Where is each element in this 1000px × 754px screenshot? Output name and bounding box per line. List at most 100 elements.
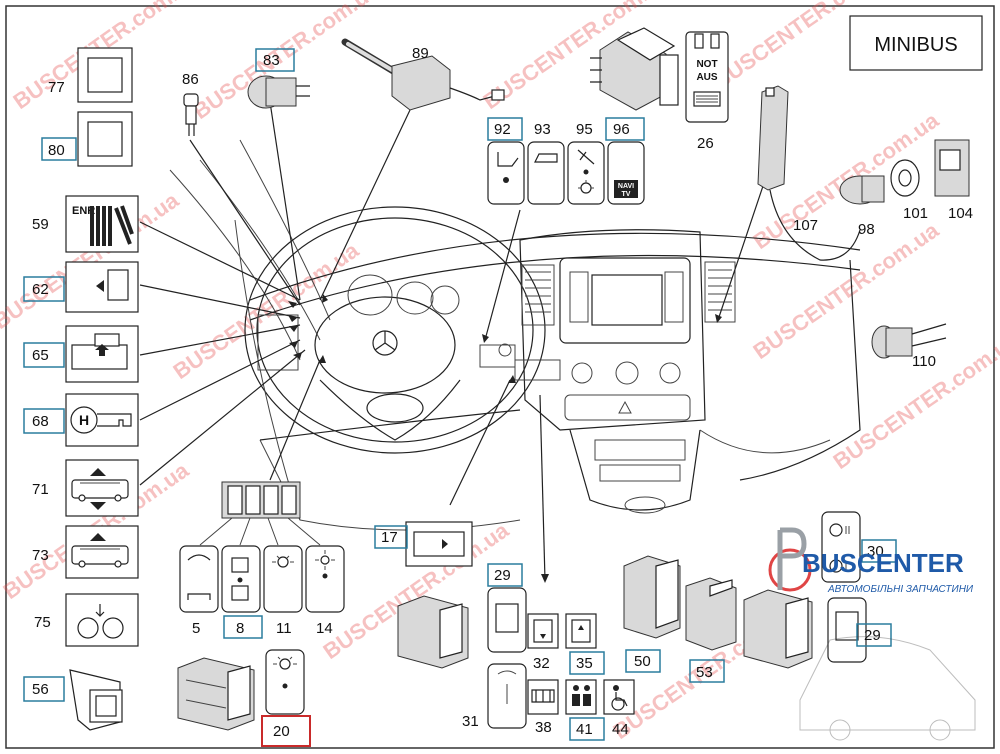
- part-29-switch: 29: [487, 563, 527, 653]
- part-label-80: 80: [48, 142, 65, 159]
- part-53-housing: 53: [685, 577, 737, 683]
- part-label-93: 93: [534, 121, 551, 138]
- part-label-29-a: 29: [494, 567, 511, 584]
- part-label-8: 8: [236, 620, 244, 637]
- part-83-buzzer: 83: [247, 48, 310, 109]
- dashboard-drawing: [169, 139, 861, 531]
- part-label-86: 86: [182, 71, 199, 88]
- part-label-5: 5: [192, 620, 200, 637]
- part-label-65: 65: [32, 347, 49, 364]
- part-73-switch: 73: [32, 525, 139, 579]
- part-95-switch: 95: [567, 121, 605, 205]
- part-label-31: 31: [462, 713, 479, 730]
- not-aus-line1: NOT: [696, 59, 717, 70]
- part-label-92: 92: [494, 121, 511, 138]
- rocker-switch-bottom-center: [397, 595, 469, 669]
- part-75-switch: 75: [34, 593, 139, 647]
- part-label-29-b: 29: [864, 627, 881, 644]
- part-label-62: 62: [32, 281, 49, 298]
- part-59-enr-switch: ENR 59: [32, 195, 139, 253]
- rocker-switch-bottom-right: [743, 589, 813, 669]
- part-label-56: 56: [32, 681, 49, 698]
- part-label-95: 95: [576, 121, 593, 138]
- part-label-59: 59: [32, 216, 49, 233]
- part-label-96: 96: [613, 121, 630, 138]
- part-label-30: 30: [867, 543, 884, 560]
- part-label-35: 35: [576, 655, 593, 672]
- part-92-switch: 92: [487, 117, 525, 205]
- part-20-switch: 20: [261, 649, 311, 747]
- part-107-pendant: 107: [757, 85, 861, 261]
- diagram-title: MINIBUS: [874, 34, 957, 56]
- part-label-50: 50: [634, 653, 651, 670]
- part-62-switch: 62: [23, 261, 139, 313]
- part-44-switch: 44: [603, 679, 635, 738]
- part-label-71: 71: [32, 481, 49, 498]
- title-box: MINIBUS: [849, 15, 983, 71]
- enr-text: ENR: [72, 205, 95, 217]
- part-96-switch: NAVI TV 96: [605, 117, 645, 205]
- part-89-lever: 89: [341, 38, 505, 111]
- part-label-107: 107: [793, 217, 818, 234]
- part-11-switch: 11: [263, 545, 303, 637]
- part-71-switch: 71: [32, 459, 139, 517]
- part-104-block: 104: [934, 139, 973, 222]
- not-aus-line2: AUS: [696, 72, 717, 83]
- part-label-17: 17: [381, 529, 398, 546]
- part-label-26: 26: [697, 135, 714, 152]
- part-label-101: 101: [903, 205, 928, 222]
- part-label-110: 110: [912, 353, 936, 370]
- part-38-switch: 38: [527, 679, 559, 736]
- leader-lines: [139, 101, 766, 583]
- part-41-switch: 41: [565, 679, 605, 741]
- part-65-switch: 65: [23, 325, 139, 383]
- part-68-switch: H 68: [23, 393, 139, 447]
- part-label-14: 14: [316, 620, 333, 637]
- part-50-housing: 50: [623, 555, 681, 673]
- part-56-socket: 56: [23, 669, 123, 731]
- navi-text: NAVI: [618, 183, 634, 190]
- part-98-button: 98: [839, 175, 885, 238]
- part-32-switch: 32: [527, 613, 559, 672]
- part-77-bezel: 77: [48, 47, 133, 103]
- van-sketch: [799, 636, 976, 741]
- part-17-switch: 17: [374, 521, 473, 567]
- logo-name: BUSCENTER: [802, 548, 964, 578]
- part-label-53: 53: [696, 664, 713, 681]
- rocker-switch-bottom-left: [177, 657, 255, 731]
- part-26-emergency-switch: NOT AUS 26: [685, 31, 729, 152]
- part-label-104: 104: [948, 205, 973, 222]
- part-93-switch: 93: [527, 121, 565, 205]
- part-label-32: 32: [533, 655, 550, 672]
- svg-text:H: H: [79, 412, 89, 428]
- rocker-switch-top: [590, 27, 679, 111]
- part-5-switch: 5: [179, 545, 219, 637]
- part-29-switch-b: 29: [827, 597, 892, 663]
- logo-tagline: АВТОМОБІЛЬНІ ЗАПЧАСТИНИ: [827, 584, 974, 595]
- part-14-switch: 14: [305, 545, 345, 637]
- part-80-frame: 80: [41, 111, 133, 167]
- tv-text: TV: [622, 191, 631, 198]
- switch-frame-4way: [199, 481, 321, 546]
- part-35-switch: 35: [565, 613, 605, 675]
- part-8-switch: 8: [221, 545, 263, 639]
- part-101-ring: 101: [890, 159, 928, 222]
- part-label-20: 20: [273, 723, 290, 740]
- watermark-text: BUSCENTER.com.ua: [829, 327, 1000, 474]
- part-label-75: 75: [34, 614, 51, 631]
- part-110-lamp: 110: [871, 323, 947, 370]
- part-label-77: 77: [48, 79, 65, 96]
- buscenter-logo: BUSCENTER АВТОМОБІЛЬНІ ЗАПЧАСТИНИ: [768, 527, 974, 595]
- part-31-switch: 31: [462, 663, 527, 730]
- part-30-switch: 30: [821, 511, 897, 583]
- part-label-44: 44: [612, 721, 629, 738]
- part-label-38: 38: [535, 719, 552, 736]
- diagram-frame: [5, 5, 995, 749]
- part-label-98: 98: [858, 221, 875, 238]
- part-86-lamp: 86: [182, 71, 199, 136]
- part-label-11: 11: [276, 620, 292, 637]
- part-label-73: 73: [32, 547, 49, 564]
- part-label-83: 83: [263, 52, 280, 69]
